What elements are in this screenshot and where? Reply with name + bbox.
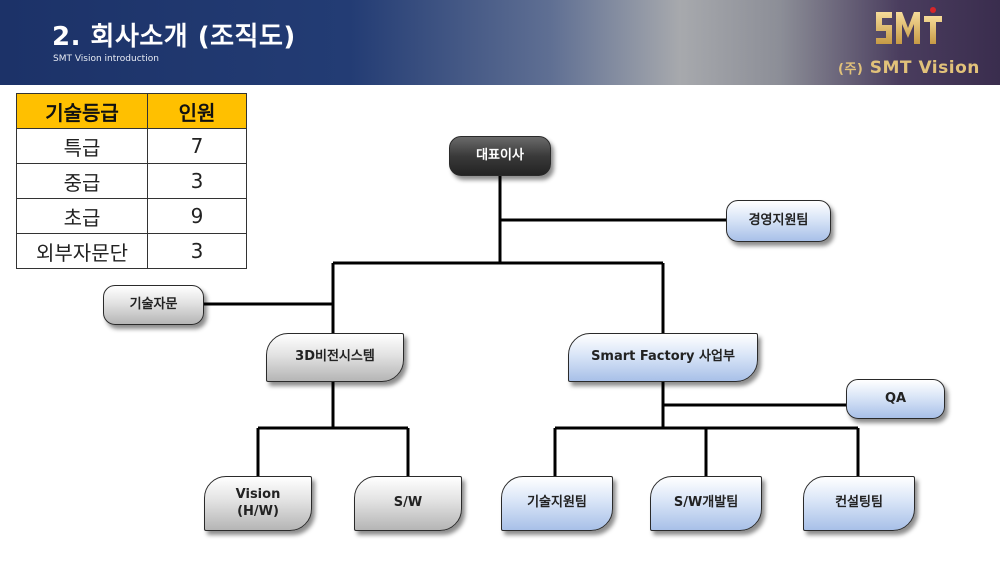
org-node-tech-support: 기술지원팀 [501,476,613,531]
count-cell: 9 [147,198,247,234]
org-node-management: 경영지원팀 [726,200,831,242]
table-row: 중급 3 [16,163,247,199]
company-logo-text: (주) SMT Vision [838,58,980,78]
grade-table-header-row: 기술등급 인원 [16,93,247,129]
count-cell: 7 [147,128,247,164]
grade-header: 기술등급 [16,93,148,129]
org-node-3d-vision-system: 3D비전시스템 [266,333,404,382]
count-cell: 3 [147,163,247,199]
org-node-ceo: 대표이사 [449,136,551,176]
org-node-qa: QA [846,379,945,419]
page-subtitle: SMT Vision introduction [53,54,159,64]
org-node-sw: S/W [354,476,462,531]
org-node-vision-hw: Vision (H/W) [204,476,312,531]
table-row: 초급 9 [16,198,247,234]
logo-prefix: (주) [838,62,864,77]
vision-hw-line2: (H/W) [237,503,279,519]
table-row: 특급 7 [16,128,247,164]
org-node-consulting: 컨설팅팀 [803,476,915,531]
grade-cell: 특급 [16,128,148,164]
grade-table: 기술등급 인원 특급 7 중급 3 초급 9 외부자문단 3 [16,93,247,269]
org-node-smart-factory: Smart Factory 사업부 [568,333,758,382]
grade-cell: 중급 [16,163,148,199]
org-node-sw-dev: S/W개발팀 [650,476,762,531]
org-node-advisory: 기술자문 [103,285,204,325]
grade-cell: 외부자문단 [16,233,148,269]
vision-hw-line1: Vision [235,486,281,502]
page-title: 2. 회사소개 (조직도) [52,22,296,52]
table-row: 외부자문단 3 [16,233,247,269]
count-header: 인원 [147,93,247,129]
logo-name: SMT Vision [869,58,980,78]
smt-logo-icon [876,7,942,44]
header-banner: 2. 회사소개 (조직도) SMT Vision introduction (주… [0,0,1000,85]
grade-cell: 초급 [16,198,148,234]
count-cell: 3 [147,233,247,269]
